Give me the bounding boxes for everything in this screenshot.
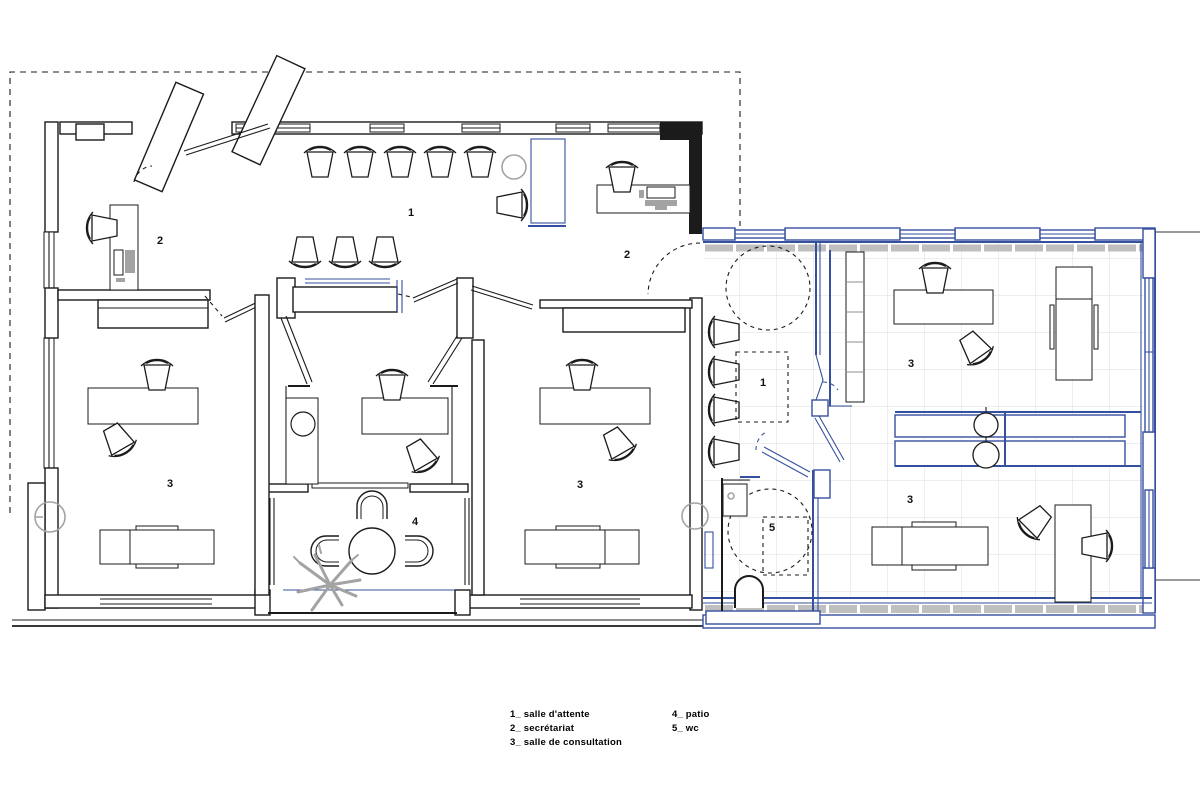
room-label-waiting-main: 1 (408, 207, 414, 219)
room-label-secretariat-right: 2 (624, 249, 630, 261)
corridor-furniture (707, 245, 811, 470)
washbasin-icon (722, 483, 748, 517)
legend-item-secretariat: 2_ secrétariat (510, 723, 575, 734)
legend-item-wc: 5_ wc (672, 723, 699, 734)
exam-chair (1049, 266, 1099, 381)
extension-partitions (704, 242, 1141, 611)
consult-right-furniture (524, 358, 709, 569)
door-leaves (204, 278, 534, 323)
patio-furniture (293, 490, 434, 612)
room-label-consult-right: 3 (577, 479, 583, 491)
secretariat-left-desk (85, 204, 139, 291)
consult-left-furniture (34, 358, 215, 569)
room-label-consult-left: 3 (167, 478, 173, 490)
exam-table (871, 521, 989, 571)
sink-icon (972, 407, 1000, 469)
legend-item-patio: 4_ patio (672, 709, 710, 720)
room-number-labels: 1 2 2 3 3 4 1 5 3 3 (157, 207, 914, 534)
room-label-consult-ext-bottom: 3 (907, 494, 913, 506)
entrance-angled-walls (133, 54, 306, 193)
consult-ext-bottom-furniture (871, 498, 1114, 603)
extension-top-windows (734, 229, 1096, 239)
interior-partitions (57, 277, 693, 596)
existing-building-walls (27, 121, 703, 616)
plant-icon (293, 544, 362, 612)
plant-pot-icon (501, 154, 527, 180)
legend: 1_ salle d'attente 2_ secrétariat 3_ sal… (510, 709, 710, 748)
consult-ext-top-furniture (893, 261, 1099, 381)
waiting-room-chairs (287, 138, 566, 269)
room-label-patio: 4 (412, 516, 419, 528)
ground-lines (12, 231, 1200, 627)
blue-screen (528, 138, 566, 227)
property-boundary (9, 71, 741, 513)
extension-walls (702, 227, 1156, 629)
sink-icon (290, 411, 316, 437)
legend-item-consult: 3_ salle de consultation (510, 737, 622, 748)
wc-fixtures (722, 483, 813, 608)
secretariat-right-desk (596, 160, 691, 214)
exam-table (524, 525, 640, 569)
consult-middle-furniture (285, 368, 449, 485)
room-label-waiting-small: 1 (760, 377, 766, 389)
extension-right-windows (1144, 277, 1154, 569)
room-label-secretariat-left: 2 (157, 235, 163, 247)
room-label-consult-ext-top: 3 (908, 358, 914, 370)
room-label-wc: 5 (769, 522, 775, 534)
toilet-icon (734, 575, 764, 608)
exam-table (99, 525, 215, 569)
sink-icon (681, 502, 709, 530)
legend-item-waiting: 1_ salle d'attente (510, 709, 590, 720)
left-wall-windows (43, 231, 55, 469)
